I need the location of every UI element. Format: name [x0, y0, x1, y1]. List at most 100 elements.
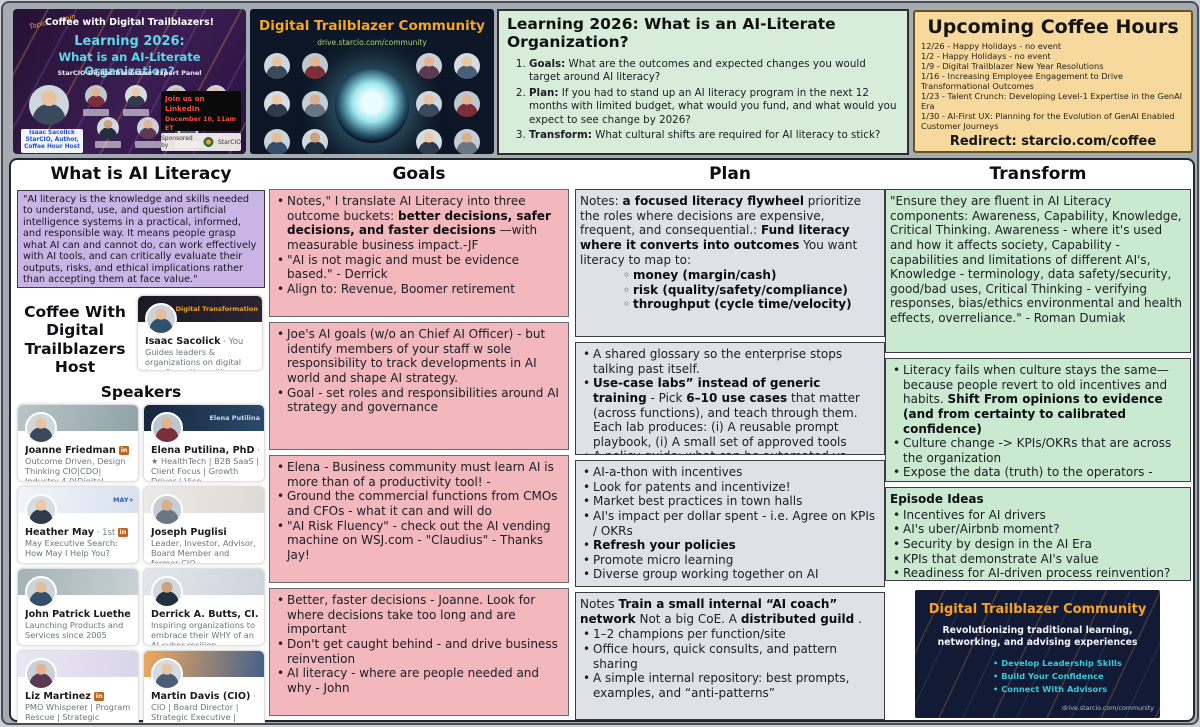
avatar	[302, 53, 328, 79]
profile-subtitle: CIO | Board Director | Strategic Executi…	[151, 702, 247, 723]
caption-placeholder	[83, 109, 109, 116]
upcoming-coffee-hours-panel[interactable]: Upcoming Coffee Hours 12/26 - Happy Holi…	[913, 10, 1193, 153]
note-line: Notes Train a small internal “AI coach” …	[580, 597, 862, 626]
avatar	[302, 91, 328, 117]
avatar	[264, 91, 290, 117]
promo-subtitle: StarCIO Digital Trailblazer Expert Panel	[57, 69, 202, 77]
ai-literacy-definition-note[interactable]: "AI literacy is the knowledge and skills…	[17, 190, 265, 288]
avatar	[25, 412, 57, 445]
note-line: Notes: a focused literacy flywheel prior…	[580, 194, 861, 267]
profile-subtitle: May Executive Search: How May I Help You…	[25, 538, 118, 558]
sticky-note[interactable]: Notes Train a small internal “AI coach” …	[575, 592, 885, 720]
note-line: ◦risk (quality/safety/compliance)	[622, 282, 848, 297]
note-line: •A simple internal repository: best prom…	[582, 671, 850, 700]
note-line: •"AI Risk Fluency" - check out the AI ve…	[276, 518, 551, 562]
note-line: •Elena - Business community must learn A…	[276, 460, 554, 489]
avatar	[97, 117, 119, 139]
promo-image-community[interactable]: Digital Trailblazer Community drive.star…	[250, 9, 494, 154]
profile-subtitle: Launching Products and Services since 20…	[25, 620, 124, 640]
speaker-card[interactable]: Derrick A. Butts, CI... inInspiring orga…	[143, 568, 265, 647]
note-line: •Better, faster decisions - Joanne. Look…	[276, 593, 536, 637]
note-line: •Security by design in the AI Era	[892, 536, 1092, 551]
sticky-note[interactable]: "Ensure they are fluent in AI Literacy c…	[885, 189, 1191, 353]
sticky-note[interactable]: Episode Ideas•Incentives for AI drivers•…	[885, 487, 1191, 581]
note-line: •KPIs that demonstrate AI's value	[892, 551, 1099, 566]
profile-subtitle: ★ HealthTech | B2B SaaS | Client Focus |…	[151, 456, 259, 483]
column-header: Transform	[989, 164, 1087, 184]
column-what-is-ai-literacy: What is AI Literacy "AI literacy is the …	[17, 164, 265, 723]
note-line: •Don't get caught behind - and drive bus…	[276, 636, 558, 666]
coffee-hour-event: 1/9 - Digital Trailblazer New Year Resol…	[921, 61, 1104, 71]
profile-name: Liz Martinez in	[25, 691, 105, 703]
note-line: •AI's uber/Airbnb moment?	[892, 522, 1060, 537]
host-label-box: Isaac Sacolick StarCIO, Author, Coffee H…	[21, 129, 83, 153]
profile-name: Joanne Friedman in	[25, 445, 130, 457]
note-line: •Market best practices in town halls	[582, 494, 803, 509]
main-board: What is AI Literacy "AI literacy is the …	[9, 158, 1195, 723]
sticky-note[interactable]: Notes: a focused literacy flywheel prior…	[575, 189, 885, 337]
avatar	[151, 494, 183, 527]
sticky-note[interactable]: •Literacy fails when culture stays the s…	[885, 358, 1191, 482]
avatar	[25, 494, 57, 527]
note-line: •Promote micro learning	[582, 552, 734, 567]
linkedin-icon: in	[119, 446, 130, 456]
coffee-hours-title: Upcoming Coffee Hours	[927, 16, 1179, 38]
promo-image-community-footer[interactable]: Digital Trailblazer Community Revolution…	[915, 590, 1160, 718]
footer-promo-tagline: Revolutionizing traditional learning, ne…	[937, 625, 1138, 649]
note-line: •AI-a-thon with incentives	[582, 465, 743, 479]
footer-promo-url: drive.starcio.com/community	[1061, 705, 1154, 712]
note-line: •Look for patents and incentivize!	[582, 479, 791, 494]
note-line: Episode Ideas	[890, 492, 984, 506]
sticky-note[interactable]: •Elena - Business community must learn A…	[269, 455, 569, 583]
avatar	[454, 91, 480, 117]
note-line: •Ground the commercial functions from CM…	[276, 489, 558, 518]
speaker-card[interactable]: John Patrick Luethe inLaunching Products…	[17, 568, 139, 647]
community-url: drive.starcio.com/community	[317, 38, 427, 47]
profile-name: Isaac Sacolick · You	[145, 336, 244, 347]
profile-subtitle: Inspiring organizations to embrace their…	[151, 620, 255, 647]
profile-subtitle: Outcome Driven, Design Thinking CIO|CDO|…	[25, 456, 126, 483]
footer-promo-bullet: Connect With Advisors	[993, 683, 1160, 696]
sticky-note[interactable]: •AI-a-thon with incentives•Look for pate…	[575, 460, 885, 587]
avatar	[25, 658, 57, 691]
note-line: •A policy guide: what can be automated v…	[580, 449, 878, 454]
profile-subtitle: Guides leaders & organizations on digita…	[145, 347, 242, 370]
session-questions-panel[interactable]: Learning 2026: What is an AI-Literate Or…	[497, 9, 909, 155]
avatar	[416, 91, 442, 117]
session-title: Learning 2026: What is an AI-Literate Or…	[507, 15, 836, 51]
sticky-note[interactable]: •Notes," I translate AI Literacy into th…	[269, 189, 569, 317]
note-line: •Diverse group working together on AI	[582, 567, 819, 582]
speaker-card[interactable]: Martin Davis (CIO) · 1st CIO | Board Dir…	[143, 650, 265, 723]
note-line: •"AI is not magic and must be evidence b…	[276, 252, 520, 282]
caption-placeholder	[95, 141, 121, 148]
avatar	[454, 53, 480, 79]
note-line: •AI's impact per dollar spent - i.e. Agr…	[582, 508, 876, 538]
coffee-hour-event: 1/16 - Increasing Employee Engagement to…	[921, 71, 1124, 91]
avatar	[416, 53, 442, 79]
sticky-note[interactable]: •A shared glossary so the enterprise sto…	[575, 342, 885, 455]
avatar	[416, 129, 442, 154]
caption-placeholder	[135, 141, 161, 148]
question-item: Goals: What are the outcomes and expecte…	[529, 58, 899, 85]
coffee-hour-event: 1/30 - AI-First UX: Planning for the Evo…	[921, 111, 1175, 131]
note-line: •Culture change -> KPIs/OKRs that are ac…	[892, 436, 1172, 465]
plan-note-stack: Notes: a focused literacy flywheel prior…	[575, 189, 885, 720]
note-line: •Goal - set roles and responsibilities a…	[276, 385, 559, 415]
avatar	[151, 412, 183, 445]
sticky-note[interactable]: •Joe's AI goals (w/o an Chief AI Officer…	[269, 322, 569, 450]
note-line: •A shared glossary so the enterprise sto…	[582, 347, 843, 376]
sticky-note[interactable]: •Better, faster decisions - Joanne. Look…	[269, 588, 569, 716]
note-line: •Incentives for AI drivers	[892, 507, 1046, 522]
footer-promo-bullet: Build Your Confidence	[993, 670, 1160, 683]
promo-image-coffee-episode[interactable]: Topic Join Coffee with Digital Trailblaz…	[13, 9, 246, 154]
host-heading: Coffee With Digital Trailblazers Host	[24, 303, 126, 376]
footer-promo-bullets: Develop Leadership Skills Build Your Con…	[993, 657, 1160, 696]
note-line: •1–2 champions per function/site	[582, 627, 786, 642]
